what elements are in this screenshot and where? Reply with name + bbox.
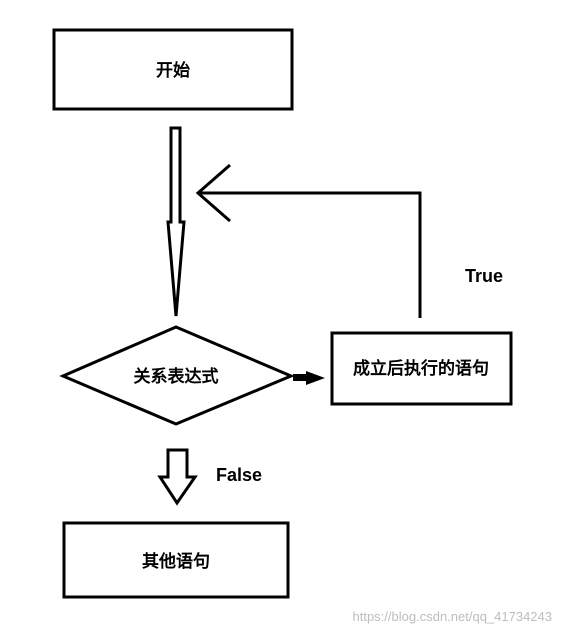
false-arrow-shape xyxy=(157,448,198,506)
condition-label: 关系表达式 xyxy=(134,366,219,387)
true-body-box xyxy=(330,331,513,406)
false-arrow xyxy=(157,448,198,506)
true-arrow-head xyxy=(306,371,325,385)
condition-node: 关系表达式 xyxy=(59,325,295,426)
true-body-node: 成立后执行的语句 xyxy=(330,331,513,406)
watermark-text: https://blog.csdn.net/qq_41734243 xyxy=(353,609,553,624)
loop-back-arrowhead xyxy=(195,163,231,223)
start-node: 开始 xyxy=(52,28,294,111)
start-to-condition-arrow xyxy=(166,126,186,317)
true-body-label: 成立后执行的语句 xyxy=(353,358,489,379)
true-edge-label: True xyxy=(465,266,503,286)
down-arrow-shape xyxy=(166,126,186,317)
other-node: 其他语句 xyxy=(62,521,290,599)
loop-back-arrow xyxy=(195,163,422,318)
start-box xyxy=(52,28,294,111)
start-label: 开始 xyxy=(156,60,190,81)
true-arrow-shaft xyxy=(293,374,308,381)
false-edge-label: False xyxy=(216,465,262,485)
other-label: 其他语句 xyxy=(142,551,210,572)
loop-back-line xyxy=(200,191,422,318)
other-box xyxy=(62,521,290,599)
condition-to-true-arrow xyxy=(293,371,325,385)
condition-diamond xyxy=(59,325,295,426)
